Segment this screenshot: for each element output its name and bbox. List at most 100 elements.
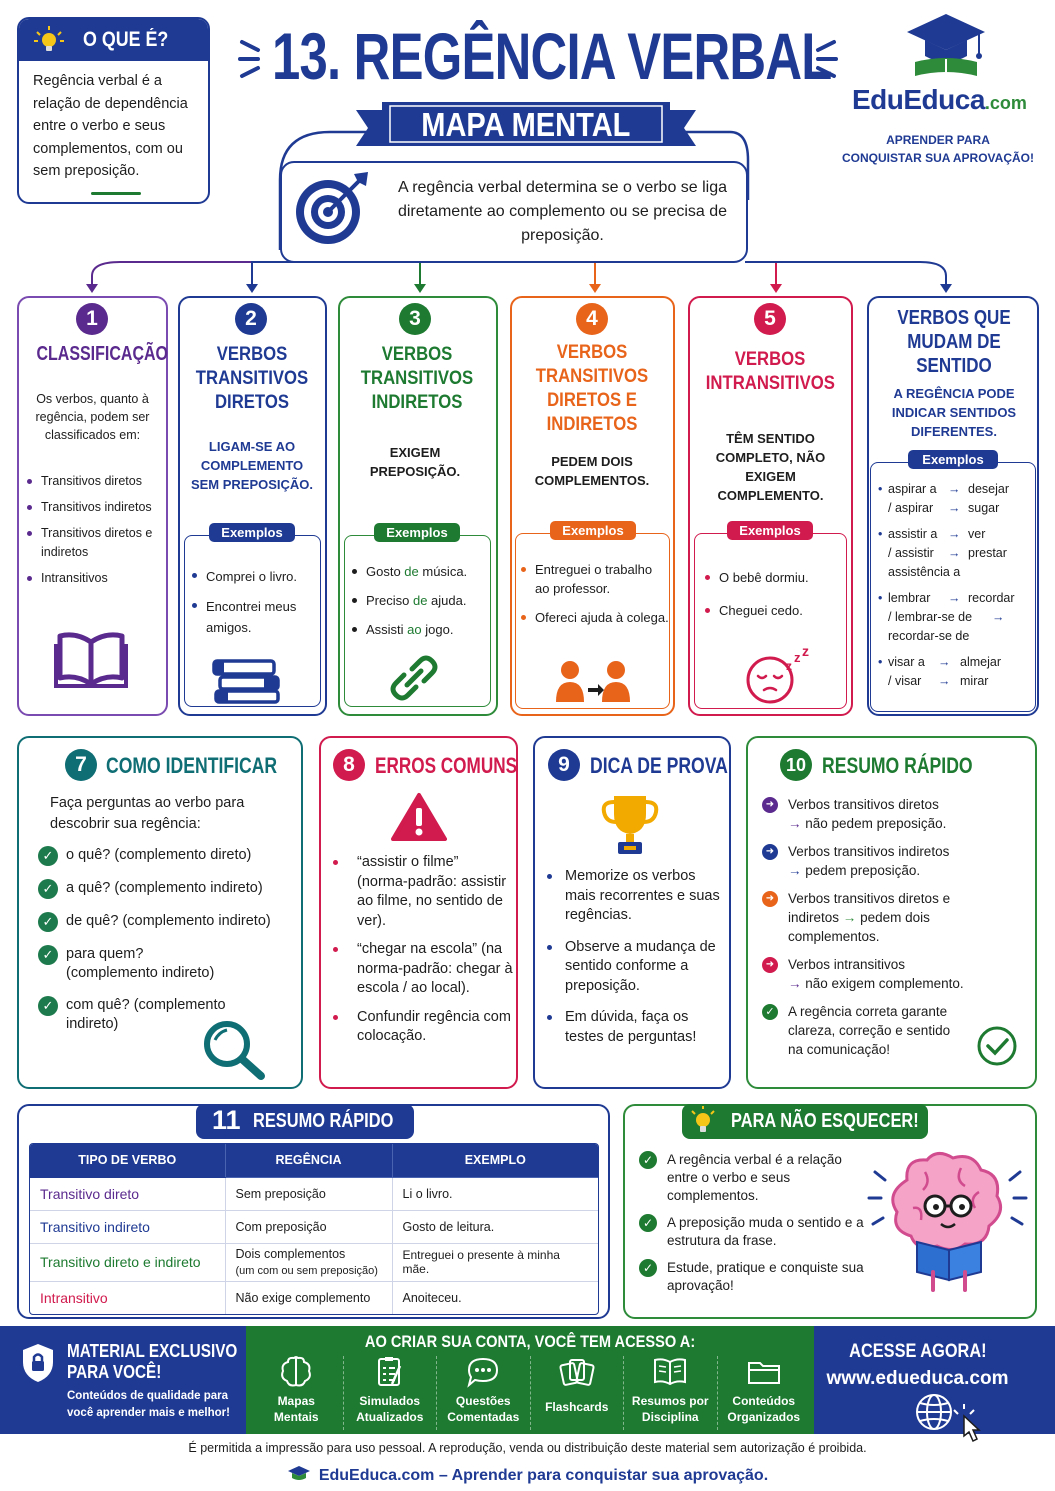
- sec11-header: [196, 1104, 414, 1139]
- list-item: Gosto de música.: [352, 562, 490, 582]
- sleeping-face-icon: z z z: [746, 648, 809, 704]
- list-item: ✓Estude, pratique e conquiste sua aprova…: [639, 1259, 864, 1295]
- sec12-header: [682, 1104, 928, 1139]
- feature-flashcards[interactable]: Flashcards: [531, 1356, 624, 1430]
- card2-desc: LIGAM-SE AO COMPLEMENTO SEM PREPOSIÇÃO.: [190, 439, 314, 492]
- list-item: Preciso de ajuda.: [352, 591, 490, 611]
- checklist-icon: [377, 1357, 401, 1386]
- title-deco-right: [812, 36, 838, 82]
- open-book-icon: [654, 1358, 687, 1386]
- what-is-title: O QUE É?: [83, 28, 169, 51]
- sec7-title: COMO IDENTIFICAR: [106, 753, 278, 778]
- folder-icon: [747, 1362, 780, 1384]
- list-item: “chegar na escola” (na norma-padrão: che…: [333, 940, 513, 999]
- people-exchange-icon: [556, 661, 630, 702]
- list-item: ✓o quê? (complemento direto): [38, 846, 294, 866]
- card-transitivos-diretos-indiretos: [510, 296, 675, 716]
- card3-title: VERBOS TRANSITIVOS INDIRETOS: [360, 344, 474, 413]
- list-item: ✓para quem? (complemento indireto): [38, 945, 238, 983]
- list-item: ➜Verbos transitivos diretos e indiretos …: [762, 889, 1024, 946]
- sec8-list: “assistir o filme” (norma-padrão: assist…: [333, 853, 513, 1047]
- card4-title: VERBOS TRANSITIVOS DIRETOS E INDIRETOS: [535, 342, 649, 435]
- globe-cursor-icon[interactable]: [912, 1392, 992, 1446]
- card6-desc: A REGÊNCIA PODE INDICAR SENTIDOS DIFEREN…: [891, 386, 1017, 439]
- example-row: / lembrar-se de→: [888, 610, 1005, 624]
- central-text: A regência verbal determina se o verbo s…: [397, 179, 728, 244]
- section-dica-prova: [533, 736, 731, 1089]
- list-item: ✓A regência correta garante clareza, cor…: [762, 1002, 1024, 1059]
- list-item: ➜Verbos transitivos indiretos→ pedem pre…: [762, 842, 1024, 880]
- card3-examples-label: Exemplos: [374, 523, 460, 542]
- th-exemplo: EXEMPLO: [391, 1144, 598, 1178]
- footer-exclusive-1: MATERIAL EXCLUSIVO: [67, 1341, 238, 1361]
- check-icon: ✓: [639, 1259, 657, 1277]
- sec7-intro: Faça perguntas ao verbo para descobrir s…: [50, 795, 245, 832]
- arrow-circle-icon: ➜: [762, 797, 778, 813]
- ribbon-banner: [356, 102, 696, 146]
- sec8-title: ERROS COMUNS: [375, 753, 518, 778]
- what-is-text: Regência verbal é a relação de dependênc…: [33, 73, 188, 179]
- svg-text:z: z: [802, 648, 809, 659]
- trophy-icon: [601, 796, 659, 854]
- list-item: ✓de quê? (complemento indireto): [38, 912, 294, 932]
- example-row: / visar→mirar: [888, 674, 989, 688]
- arrow-circle-icon: ➜: [762, 891, 778, 907]
- card5-examples: O bebê dormiu. Cheguei cedo.: [705, 568, 845, 621]
- list-item: ✓A regência verbal é a relação entre o v…: [639, 1151, 864, 1205]
- sec9-list: Memorize os verbos mais recorrentes e su…: [547, 867, 727, 1047]
- footer-exclusive-2: PARA VOCÊ!: [67, 1362, 162, 1382]
- example-row: •visar a→almejar: [878, 655, 1001, 669]
- bottom-tagline: EduEduca.com – Aprender para conquistar …: [0, 1465, 1055, 1485]
- th-regencia: REGÊNCIA: [224, 1144, 392, 1178]
- card5-examples-label: Exemplos: [727, 521, 813, 540]
- footer-access-title: AO CRIAR SUA CONTA, VOCÊ TEM ACESSO A:: [364, 1332, 696, 1351]
- card6-examples-label: Exemplos: [908, 450, 998, 469]
- tagline-1: APRENDER PARA: [886, 133, 990, 147]
- check-icon: ✓: [762, 1004, 778, 1020]
- list-item: Cheguei cedo.: [705, 601, 845, 621]
- list-item: Intransitivos: [27, 569, 165, 588]
- card2-number: 2: [235, 303, 267, 335]
- list-item: Entreguei o trabalho ao professor.: [521, 560, 669, 598]
- check-icon: ✓: [38, 846, 58, 866]
- list-item: Transitivos diretos: [27, 472, 165, 491]
- warning-icon: [391, 793, 447, 841]
- lightbulb-icon: [34, 26, 64, 51]
- card4-examples-label: Exemplos: [550, 521, 636, 540]
- card3-desc: EXIGEM PREPOSIÇÃO.: [369, 445, 461, 479]
- footer-url[interactable]: www.edueduca.com: [826, 1368, 1009, 1389]
- list-item: Ofereci ajuda à colega.: [521, 608, 669, 627]
- footer-exclusive-sub: Conteúdos de qualidade para você aprende…: [67, 1390, 230, 1419]
- chain-link-icon: [390, 655, 438, 701]
- check-icon: ✓: [38, 912, 58, 932]
- sec10-number: 10: [780, 749, 812, 781]
- list-item: Em dúvida, faça os testes de perguntas!: [547, 1008, 727, 1047]
- svg-text:z: z: [794, 650, 801, 665]
- card-mudam-sentido: [867, 296, 1039, 716]
- sec7-number: 7: [65, 749, 97, 781]
- shield-lock-icon: [23, 1344, 53, 1382]
- sec11-number: 11: [212, 1105, 241, 1135]
- page-title: 13. REGÊNCIA VERBAL: [272, 19, 832, 93]
- card6-title: VERBOS QUE MUDAM DE SENTIDO: [897, 307, 1011, 377]
- list-item: ✓A preposição muda o sentido e a estrutu…: [639, 1214, 864, 1250]
- list-item: “assistir o filme” (norma-padrão: assist…: [333, 853, 513, 931]
- th-tipo: TIPO DE VERBO: [30, 1144, 225, 1178]
- card5-title: VERBOS INTRANSITIVOS: [705, 349, 835, 394]
- target-icon: [296, 172, 368, 244]
- list-item: Memorize os verbos mais recorrentes e su…: [547, 867, 727, 926]
- card2-examples-label: Exemplos: [209, 523, 295, 542]
- list-item: Transitivos indiretos: [27, 498, 165, 517]
- cards-icon: [559, 1359, 595, 1386]
- card5-desc: TÊM SENTIDO COMPLETO, NÃO EXIGEM COMPLEM…: [715, 431, 826, 503]
- card3-number: 3: [399, 303, 431, 335]
- title-deco-left: [238, 36, 264, 82]
- card2-title: VERBOS TRANSITIVOS DIRETOS: [195, 344, 309, 413]
- sec9-title: DICA DE PROVA: [590, 753, 728, 778]
- sec8-number: 8: [333, 749, 365, 781]
